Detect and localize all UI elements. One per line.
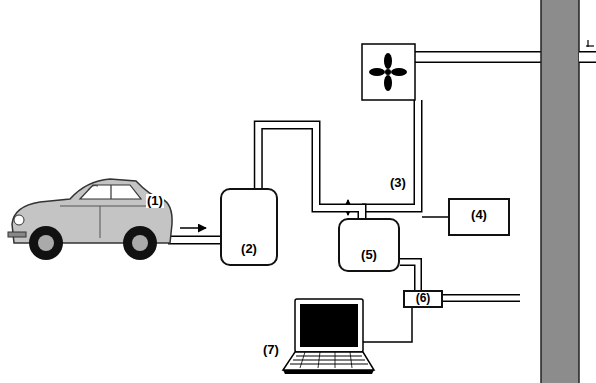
vessel-box: (6) [403,290,443,308]
exhaust-pipe [168,240,221,241]
probe-pipe [442,298,520,299]
exhaust-duct-outlet [579,40,596,57]
callout-number: (4) [471,208,487,222]
vessel-box: (5) [338,218,400,272]
duct-pipe [362,100,418,208]
fan-symbol [362,44,415,100]
laptop-illustration [283,299,374,374]
callout-number: (1) [146,194,164,208]
sensor-line [422,216,448,218]
vessel-box: (2) [220,188,278,266]
wall-pole [541,0,579,383]
vessel-box: (4) [448,198,510,236]
callout-number: (6) [416,292,431,305]
data-cable [362,306,412,342]
callout-number: (3) [389,176,407,190]
flow-arrow [180,227,206,229]
callout-number: (5) [361,248,377,262]
car-illustration [8,179,172,260]
callout-number: (2) [241,242,257,256]
callout-number: (7) [262,343,280,357]
pipe-connector [400,262,418,290]
